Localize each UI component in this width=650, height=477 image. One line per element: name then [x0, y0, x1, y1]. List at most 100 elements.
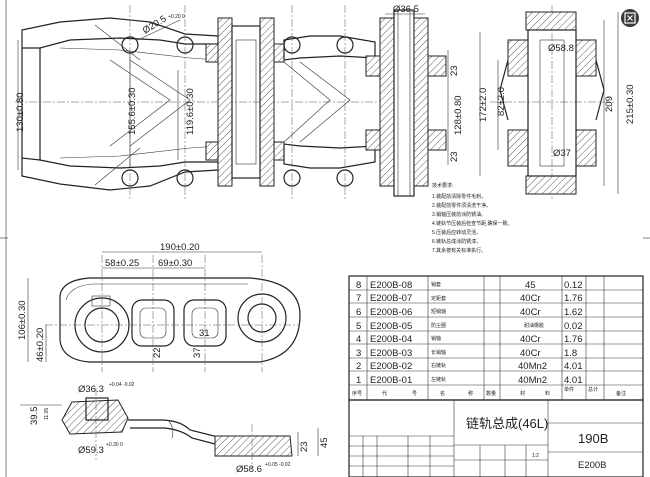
- svg-text:代: 代: [382, 390, 387, 397]
- svg-text:1:2: 1:2: [532, 453, 539, 459]
- title-block-text: 链轨总成(46L) 190B E200B 1:2: [466, 416, 608, 471]
- svg-text:右链轨: 右链轨: [431, 362, 446, 369]
- svg-text:Ø59.3: Ø59.3: [78, 445, 104, 456]
- svg-text:39.5: 39.5: [29, 407, 40, 426]
- svg-text:+0.30 0: +0.30 0: [106, 442, 123, 448]
- svg-text:称: 称: [468, 390, 473, 397]
- svg-text:119.6±0.30: 119.6±0.30: [185, 88, 196, 135]
- svg-text:23: 23: [299, 441, 310, 452]
- svg-text:190B: 190B: [578, 431, 608, 446]
- svg-text:材: 材: [520, 390, 525, 397]
- svg-text:209: 209: [604, 96, 615, 112]
- svg-text:+0.04 -0.02: +0.04 -0.02: [109, 382, 135, 388]
- svg-text:1.装配前清除零件毛刺。: 1.装配前清除零件毛刺。: [432, 193, 486, 200]
- title-block: [348, 399, 644, 477]
- bill-of-materials: [348, 275, 644, 401]
- svg-text:155.6±0.30: 155.6±0.30: [127, 88, 138, 135]
- svg-text:左链轨: 左链轨: [431, 376, 446, 383]
- svg-text:2: 2: [356, 361, 361, 372]
- svg-text:23: 23: [449, 65, 460, 76]
- svg-text:6: 6: [356, 307, 361, 318]
- svg-text:69±0.30: 69±0.30: [158, 258, 192, 269]
- svg-text:40Mn2: 40Mn2: [518, 361, 547, 372]
- svg-text:4.01: 4.01: [564, 375, 583, 386]
- technical-notes: 技术要求: 1.装配前清除零件毛刺。 2.装配前零件须清洗干净。 3.销轴压装前…: [432, 182, 513, 254]
- svg-text:82±2.0: 82±2.0: [496, 87, 507, 116]
- svg-text:总计: 总计: [588, 386, 598, 393]
- close-button[interactable]: [621, 9, 639, 27]
- svg-text:Ø36.3: Ø36.3: [78, 384, 104, 395]
- svg-text:E200B-04: E200B-04: [370, 334, 412, 345]
- svg-text:45: 45: [525, 280, 536, 291]
- svg-text:40Cr: 40Cr: [520, 307, 541, 318]
- svg-text:190±0.20: 190±0.20: [160, 242, 200, 253]
- svg-text:Ø58.6: Ø58.6: [236, 464, 262, 475]
- svg-text:+0.20 0: +0.20 0: [168, 14, 185, 20]
- pin-side-view: [479, 5, 619, 200]
- svg-text:名: 名: [440, 390, 445, 397]
- svg-text:销轴: 销轴: [431, 335, 441, 342]
- svg-text:40Mn2: 40Mn2: [518, 375, 547, 386]
- svg-text:37: 37: [192, 347, 203, 358]
- svg-text:40Cr: 40Cr: [520, 334, 541, 345]
- svg-text:E200B-01: E200B-01: [370, 375, 412, 386]
- svg-text:序号: 序号: [352, 390, 362, 397]
- svg-text:E200B-02: E200B-02: [370, 361, 412, 372]
- svg-text:2.装配前零件须清洗干净。: 2.装配前零件须清洗干净。: [432, 202, 491, 209]
- side-view-dimensions: 172±2.0 82±2.0 Ø58.8 Ø37 209 215±0.30: [478, 43, 636, 159]
- svg-text:0.12: 0.12: [564, 280, 583, 291]
- svg-text:Ø20.5: Ø20.5: [141, 13, 169, 36]
- svg-text:215±0.30: 215±0.30: [625, 84, 636, 124]
- svg-text:E200B: E200B: [578, 460, 607, 471]
- svg-text:106±0.30: 106±0.30: [17, 300, 28, 340]
- svg-text:40Cr: 40Cr: [520, 293, 541, 304]
- svg-text:链轨总成(46L): 链轨总成(46L): [466, 416, 548, 431]
- svg-text:技术要求:: 技术要求:: [432, 182, 453, 189]
- link-section-view: [20, 388, 319, 468]
- svg-text:E200B-07: E200B-07: [370, 293, 412, 304]
- close-icon: [624, 12, 636, 24]
- svg-text:E200B-03: E200B-03: [370, 348, 412, 359]
- svg-text:3: 3: [356, 348, 361, 359]
- link-view-dimensions: 190±0.20 58±0.25 69±0.30 106±0.30 46±0.2…: [17, 242, 210, 362]
- svg-text:E200B-08: E200B-08: [370, 280, 412, 291]
- svg-text:备注: 备注: [616, 390, 626, 397]
- svg-text:+0.05 -0.02: +0.05 -0.02: [265, 462, 291, 468]
- svg-text:数量: 数量: [486, 390, 496, 397]
- svg-text:1: 1: [356, 375, 361, 386]
- svg-text:3.销轴压装前涂防锈油。: 3.销轴压装前涂防锈油。: [432, 211, 486, 218]
- svg-text:22: 22: [152, 347, 163, 358]
- svg-text:E200B-06: E200B-06: [370, 307, 412, 318]
- svg-text:40Cr: 40Cr: [520, 348, 541, 359]
- svg-text:4.链轨节压装后检查节距,确保一致。: 4.链轨节压装后检查节距,确保一致。: [432, 220, 513, 227]
- bom-rows: 8 E200B-08 销套 45 0.12 7 E200B-07 定距套 40C…: [352, 280, 626, 397]
- svg-text:128±0.80: 128±0.80: [453, 95, 464, 135]
- svg-text:E200B-05: E200B-05: [370, 321, 412, 332]
- svg-text:7.其余按有关标准执行。: 7.其余按有关标准执行。: [432, 247, 486, 254]
- svg-text:短销轴: 短销轴: [431, 308, 446, 315]
- svg-text:0.02: 0.02: [564, 321, 583, 332]
- svg-text:Ø58.8: Ø58.8: [548, 43, 574, 54]
- svg-text:防尘圈: 防尘圈: [431, 322, 446, 329]
- svg-text:46±0.20: 46±0.20: [35, 328, 46, 362]
- svg-text:8: 8: [356, 280, 361, 291]
- svg-text:5: 5: [356, 321, 361, 332]
- svg-text:45: 45: [319, 437, 330, 448]
- svg-text:130±0.80: 130±0.80: [15, 92, 26, 132]
- svg-text:172±2.0: 172±2.0: [478, 88, 489, 122]
- track-link-view: [27, 251, 301, 372]
- svg-text:1.8: 1.8: [564, 348, 577, 359]
- svg-text:Ø37: Ø37: [553, 148, 571, 159]
- top-view-dimensions: Ø20.5 +0.20 0 130±0.80 155.6±0.30 119.6±…: [15, 4, 464, 162]
- svg-text:4.01: 4.01: [564, 361, 583, 372]
- svg-text:长销轴: 长销轴: [431, 349, 446, 356]
- svg-text:耐油橡胶: 耐油橡胶: [524, 322, 544, 329]
- svg-text:7: 7: [356, 293, 361, 304]
- svg-text:6.链轨总成涂防锈漆。: 6.链轨总成涂防锈漆。: [432, 238, 481, 245]
- svg-text:31: 31: [199, 328, 210, 339]
- svg-text:单件: 单件: [564, 386, 574, 393]
- svg-text:11.05: 11.05: [44, 408, 50, 420]
- svg-text:23: 23: [449, 151, 460, 162]
- svg-text:1.76: 1.76: [564, 334, 583, 345]
